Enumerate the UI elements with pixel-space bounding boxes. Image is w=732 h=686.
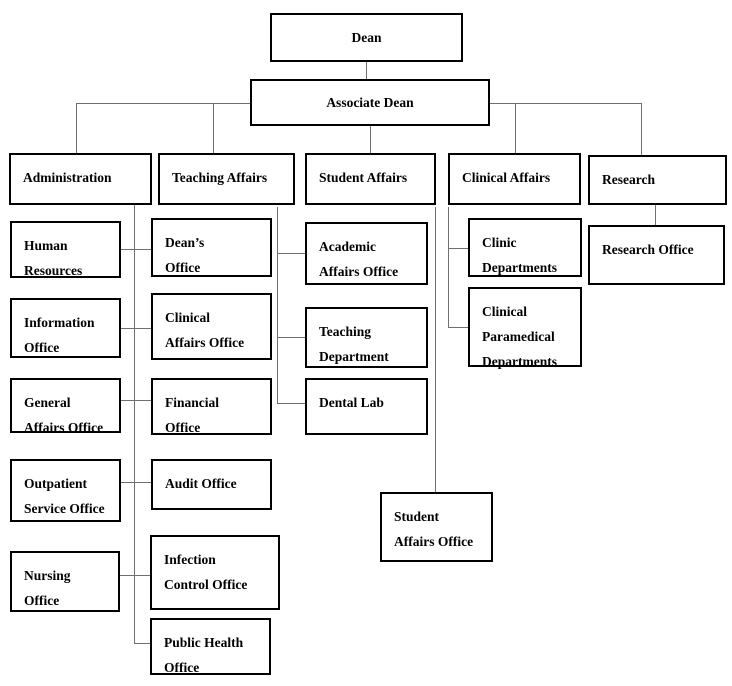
node-human-resources-label: Human (24, 238, 68, 253)
node-deans-office: Dean’s Office (151, 218, 272, 277)
node-infection-control-office-label2: Control Office (164, 577, 248, 592)
stub-dental-lab (277, 403, 305, 404)
node-general-affairs-office-label2: Affairs Office (24, 420, 104, 435)
node-public-health-office-label2: Office (164, 660, 200, 675)
node-clinical-affairs-office: Clinical Affairs Office (151, 293, 272, 360)
stub-academic-affairs-office (277, 253, 305, 254)
node-clinic-departments-label: Clinic (482, 235, 517, 250)
node-clinical-affairs: Clinical Affairs (448, 153, 581, 205)
node-outpatient-service-office: Outpatient Service Office (10, 459, 121, 522)
drop-research (641, 103, 642, 155)
node-teaching-affairs-label: Teaching Affairs (172, 170, 268, 185)
node-administration-label: Administration (23, 170, 112, 185)
stub-general-affairs-office (121, 400, 151, 401)
node-information-office-label: Information (24, 315, 95, 330)
node-dental-lab-label: Dental Lab (319, 395, 384, 410)
stub-clinic-departments (448, 248, 468, 249)
node-associate-dean-label: Associate Dean (326, 95, 414, 110)
node-associate-dean: Associate Dean (250, 79, 490, 126)
drop-administration (76, 103, 77, 153)
stub-clinical-paramedical-departments (448, 327, 468, 328)
node-student-affairs-office-label2: Affairs Office (394, 534, 474, 549)
node-student-affairs-office: Student Affairs Office (380, 492, 493, 562)
drop-student-affairs (370, 126, 371, 153)
node-academic-affairs-office: Academic Affairs Office (305, 222, 428, 285)
node-clinical-paramedical-label3: Departments (482, 354, 557, 369)
node-deans-office-label2: Office (165, 260, 201, 275)
node-research-office: Research Office (588, 225, 725, 285)
node-clinical-affairs-office-label2: Affairs Office (165, 335, 245, 350)
node-research-office-label: Research Office (602, 242, 694, 257)
connector-main-left (76, 103, 251, 104)
node-dental-lab: Dental Lab (305, 378, 428, 435)
stub-outpatient-service-office (121, 482, 151, 483)
node-audit-office: Audit Office (151, 459, 272, 510)
node-student-affairs: Student Affairs (305, 153, 436, 205)
connector-dean-associate-dean (366, 62, 367, 79)
node-clinical-paramedical-label2: Paramedical (482, 329, 555, 344)
trunk-student-affairs-office (435, 207, 436, 492)
node-dean: Dean (270, 13, 463, 62)
trunk-administration-column (134, 205, 135, 643)
stub-public-health-office (134, 643, 150, 644)
node-infection-control-office-label: Infection (164, 552, 216, 567)
node-administration: Administration (9, 153, 152, 205)
node-clinical-paramedical-label: Clinical (482, 304, 528, 319)
trunk-clinical-affairs-column (448, 207, 449, 327)
node-clinical-affairs-label: Clinical Affairs (462, 170, 551, 185)
node-public-health-office-label: Public Health (164, 635, 244, 650)
node-nursing-office: Nursing Office (10, 551, 120, 612)
node-student-affairs-label: Student Affairs (319, 170, 408, 185)
node-outpatient-service-office-label2: Service Office (24, 501, 105, 516)
connector-main-right (490, 103, 641, 104)
node-teaching-department: Teaching Department (305, 307, 428, 368)
node-clinic-departments-label2: Departments (482, 260, 557, 275)
node-academic-affairs-office-label: Academic (319, 239, 376, 254)
node-teaching-affairs: Teaching Affairs (158, 153, 295, 205)
node-teaching-department-label: Teaching (319, 324, 372, 339)
node-financial-office-label: Financial (165, 395, 220, 410)
node-financial-office: Financial Office (151, 378, 272, 435)
node-infection-control-office: Infection Control Office (150, 535, 280, 610)
node-teaching-department-label2: Department (319, 349, 389, 364)
node-outpatient-service-office-label: Outpatient (24, 476, 88, 491)
stub-nursing-office (120, 575, 150, 576)
node-academic-affairs-office-label2: Affairs Office (319, 264, 399, 279)
node-clinical-affairs-office-label: Clinical (165, 310, 211, 325)
trunk-student-affairs-column (277, 207, 278, 403)
node-audit-office-label: Audit Office (165, 476, 237, 491)
node-human-resources: Human Resources (10, 221, 121, 278)
node-clinic-departments: Clinic Departments (468, 218, 582, 277)
node-information-office-label2: Office (24, 340, 60, 355)
node-research-label: Research (602, 172, 655, 187)
node-financial-office-label2: Office (165, 420, 201, 435)
node-general-affairs-office: General Affairs Office (10, 378, 121, 435)
node-research: Research (588, 155, 727, 205)
node-deans-office-label: Dean’s (165, 235, 205, 250)
node-nursing-office-label: Nursing (24, 568, 71, 583)
node-public-health-office: Public Health Office (150, 618, 271, 675)
node-information-office: Information Office (10, 298, 121, 358)
node-human-resources-label2: Resources (24, 263, 83, 278)
node-clinical-paramedical-departments: Clinical Paramedical Departments (468, 287, 582, 369)
node-student-affairs-office-label: Student (394, 509, 440, 524)
drop-teaching-affairs (213, 103, 214, 153)
node-general-affairs-office-label: General (24, 395, 71, 410)
stub-information-office (121, 328, 151, 329)
node-nursing-office-label2: Office (24, 593, 60, 608)
node-dean-label: Dean (351, 30, 382, 45)
stub-human-resources (121, 249, 151, 250)
trunk-research-column (655, 205, 656, 225)
drop-clinical-affairs (515, 103, 516, 153)
stub-teaching-department (277, 337, 305, 338)
